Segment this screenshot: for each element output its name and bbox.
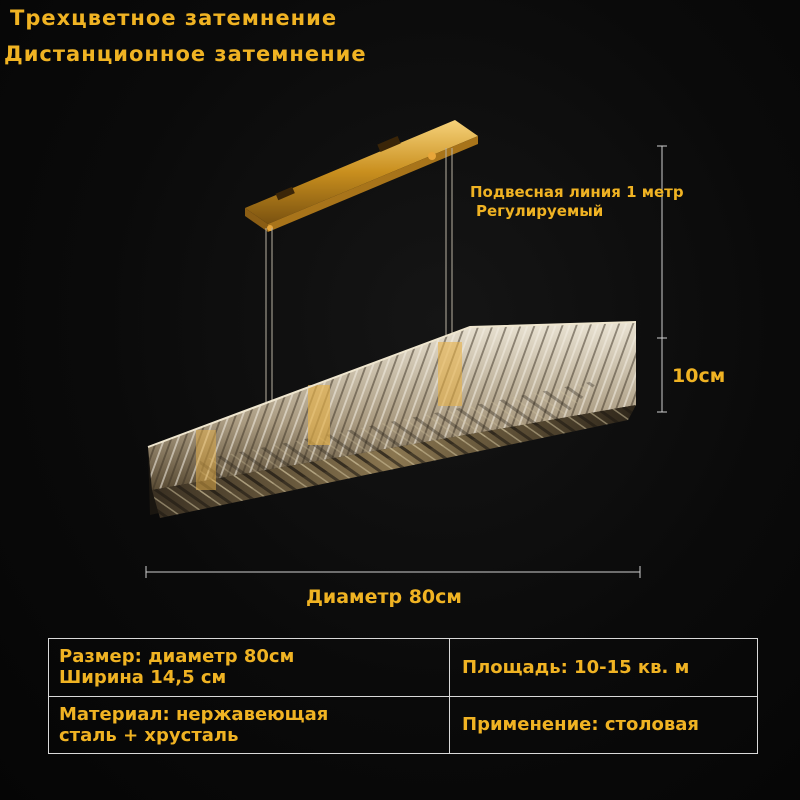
crystal-body: [147, 321, 637, 518]
suspension-cables: [265, 148, 453, 405]
diameter-label: Диаметр 80см: [306, 586, 462, 608]
area-text: Площадь: 10-15 кв. м: [462, 656, 690, 678]
material-text: Материал: нержавеющая: [59, 703, 329, 725]
material-text-cont: сталь + хрусталь: [59, 724, 239, 746]
title-dimming-modes: Трехцветное затемнение: [10, 6, 338, 30]
cord-length-label: Подвесная линия 1 метр Регулируемый: [470, 183, 684, 221]
height-dimension-line: [657, 145, 667, 413]
size-cell: Размер: диаметр 80см Ширина 14,5 см: [48, 638, 450, 697]
spec-table: Размер: диаметр 80см Ширина 14,5 см Площ…: [48, 638, 758, 754]
diameter-dimension-line: [145, 566, 641, 578]
area-cell: Площадь: 10-15 кв. м: [449, 638, 758, 697]
width-text: Ширина 14,5 см: [59, 667, 227, 689]
application-cell: Применение: столовая: [449, 695, 758, 754]
spec-row: Материал: нержавеющая сталь + хрусталь П…: [48, 695, 758, 754]
cord-length-text: Подвесная линия 1 метр: [470, 183, 684, 201]
application-text: Применение: столовая: [462, 714, 699, 736]
cord-adjustable-text: Регулируемый: [476, 202, 604, 220]
title-remote-dimming: Дистанционное затемнение: [4, 42, 367, 66]
spec-row: Размер: диаметр 80см Ширина 14,5 см Площ…: [48, 638, 758, 697]
ceiling-canopy: [245, 120, 478, 232]
material-cell: Материал: нержавеющая сталь + хрусталь: [48, 695, 450, 754]
size-text: Размер: диаметр 80см: [59, 646, 295, 668]
height-label: 10см: [672, 365, 726, 387]
